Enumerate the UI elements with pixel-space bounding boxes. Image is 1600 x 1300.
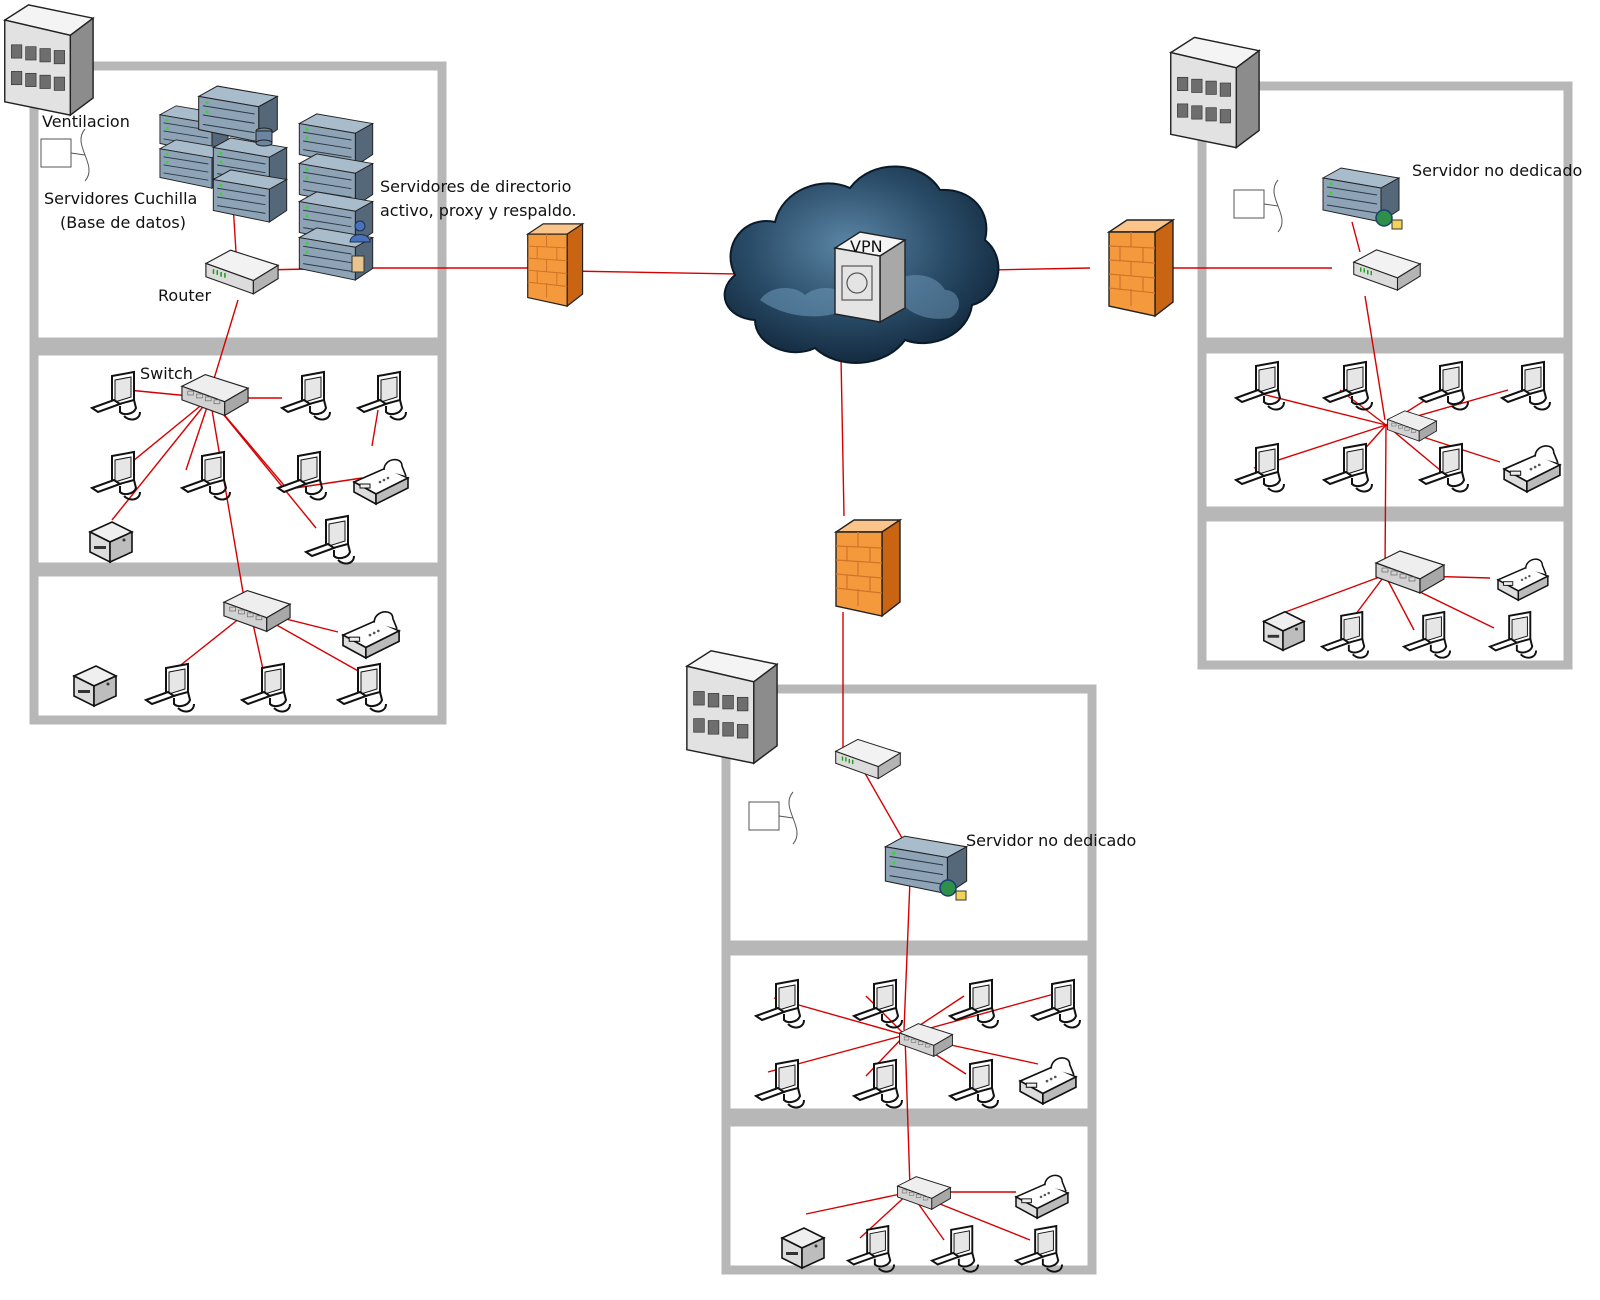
lock-icon — [1391, 219, 1403, 230]
building-icon — [686, 649, 778, 765]
label-servidor-bottom: Servidor no dedicado — [966, 831, 1136, 850]
label-directory-1: Servidores de directorio — [380, 177, 571, 196]
database-icon — [255, 127, 273, 147]
globe-icon — [1375, 209, 1393, 227]
link-left-router-switch — [209, 299, 239, 393]
vpn-label: VPN — [850, 237, 883, 256]
lock-icon — [955, 890, 967, 901]
link-right-server-router — [1351, 221, 1361, 253]
non-dedicated-server-bottom — [884, 835, 968, 901]
vpn-device: VPN — [833, 231, 907, 324]
backup-icon — [351, 255, 365, 273]
building-icon — [4, 4, 94, 116]
blade-servers — [159, 85, 288, 223]
link-bottom-router-server — [861, 767, 903, 839]
directory-servers — [298, 113, 374, 281]
firewall-icon — [1108, 219, 1174, 317]
label-directory-2: activo, proxy y respaldo. — [380, 201, 577, 220]
label-servidor-right: Servidor no dedicado — [1412, 161, 1582, 180]
globe-icon — [939, 879, 957, 897]
label-blade-servers-1: Servidores Cuchilla — [44, 189, 197, 208]
link-right-router-switch — [1364, 295, 1386, 421]
firewall-icon — [527, 223, 584, 307]
non-dedicated-server-right — [1322, 167, 1403, 230]
link-bottom-server-switch — [903, 879, 911, 1031]
firewall-icon — [835, 519, 901, 617]
label-switch: Switch — [140, 364, 193, 383]
user-icon — [349, 220, 371, 243]
label-blade-servers-2: (Base de datos) — [60, 213, 186, 232]
building-icon — [1169, 36, 1260, 149]
label-router: Router — [158, 286, 211, 305]
label-ventilacion: Ventilacion — [42, 112, 130, 131]
